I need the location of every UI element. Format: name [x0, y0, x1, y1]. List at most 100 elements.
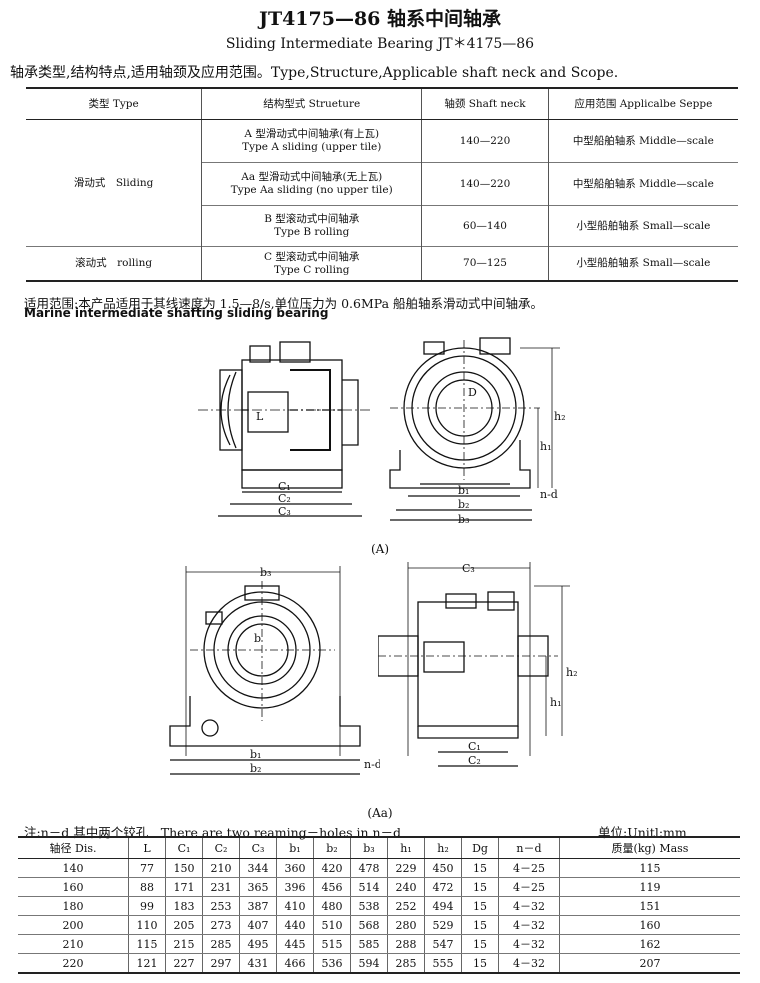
- table-cell: 15: [461, 915, 499, 935]
- table-cell: 440: [276, 915, 314, 935]
- drawing-a-side-view: L C₁ C₂ C₃: [198, 341, 370, 518]
- table-cell: 494: [424, 896, 462, 916]
- scope-cell: 中型船舶轴系 Middle—scale: [547, 119, 738, 163]
- table-cell: 472: [424, 877, 462, 897]
- table-cell: 297: [202, 953, 240, 974]
- table-cell: 407: [239, 915, 277, 935]
- table-row: 滑动式 Sliding A 型滑动式中间轴承(有上瓦)Type A slidin…: [26, 119, 738, 247]
- table-cell: 4－32: [498, 915, 560, 935]
- neck-cell: 140—220: [421, 119, 549, 163]
- table-cell: 594: [350, 953, 388, 974]
- table-cell: 253: [202, 896, 240, 916]
- header-C3: C₃: [239, 837, 277, 859]
- table-cell: 396: [276, 877, 314, 897]
- table-row: Aa 型滑动式中间轴承(无上瓦)Type Aa sliding (no uppe…: [26, 162, 738, 206]
- table-cell: 431: [239, 953, 277, 974]
- neck-cell: 60—140: [421, 205, 549, 247]
- header-dg: Dg: [461, 837, 499, 859]
- label-L: L: [256, 410, 264, 423]
- table-cell: 538: [350, 896, 388, 916]
- table-cell: 205: [165, 915, 203, 935]
- intro-text: 轴承类型,结构特点,适用轴颈及应用范围。Type,Structure,Appli…: [10, 65, 619, 81]
- header-structure: 结构型式 Strueture: [201, 88, 422, 120]
- type-table-header: 类型 Type 结构型式 Strueture 轴颈 Shaft neck 应用范…: [26, 88, 738, 120]
- table-cell: 210: [202, 858, 240, 878]
- table-cell: 227: [165, 953, 203, 974]
- table-cell: 4－25: [498, 877, 560, 897]
- table-cell: 285: [202, 934, 240, 954]
- label-b2: b₂: [458, 498, 469, 511]
- table-cell: 456: [313, 877, 351, 897]
- table-cell: 140: [18, 858, 129, 878]
- table-cell: 288: [387, 934, 425, 954]
- scope-text-cn: 适用范围:本产品适用于其线速度为 1.5—8/s,单位压力为 0.6MPa 船舶…: [24, 296, 544, 311]
- table-cell: 229: [387, 858, 425, 878]
- caption-aa: (Aa): [367, 806, 393, 820]
- table-cell: 273: [202, 915, 240, 935]
- header-dis: 轴径 Dis.: [18, 837, 129, 859]
- table-cell: 99: [128, 896, 166, 916]
- scope-cell: 小型船舶轴系 Small—scale: [547, 246, 738, 281]
- table-cell: 4－32: [498, 953, 560, 974]
- dimension-table-header: 轴径 Dis. L C₁ C₂ C₃ b₁ b₂ b₃ h₁ h₂ Dg n－d…: [18, 837, 740, 859]
- table-cell: 200: [18, 915, 129, 935]
- table-cell: 515: [313, 934, 351, 954]
- structure-cell: A 型滑动式中间轴承(有上瓦)Type A sliding (upper til…: [201, 119, 422, 163]
- scope-text-en: Marine intermediate shafting sliding bea…: [24, 306, 329, 320]
- header-type: 类型 Type: [26, 88, 202, 120]
- table-cell: 495: [239, 934, 277, 954]
- drawing-a-front-view: D h₁ h₂ n-d b₁ b₂ b₃: [389, 337, 566, 525]
- neck-cell: 140—220: [421, 162, 549, 206]
- label-b3-aa: b₃: [260, 566, 271, 579]
- table-cell: 15: [461, 896, 499, 916]
- dimension-table: 轴径 Dis. L C₁ C₂ C₃ b₁ b₂ b₃ h₁ h₂ Dg n－d…: [18, 836, 740, 974]
- label-b3: b₃: [458, 513, 469, 525]
- table-cell: 510: [313, 915, 351, 935]
- label-nd: n-d: [540, 488, 558, 501]
- table-cell: 15: [461, 877, 499, 897]
- table-cell: 115: [559, 858, 740, 878]
- table-cell: 207: [559, 953, 740, 974]
- header-h1: h₁: [387, 837, 425, 859]
- neck-cell: 70—125: [421, 246, 549, 281]
- table-cell: 77: [128, 858, 166, 878]
- table-cell: 210: [18, 934, 129, 954]
- table-cell: 110: [128, 915, 166, 935]
- table-cell: 478: [350, 858, 388, 878]
- table-cell: 445: [276, 934, 314, 954]
- header-L: L: [128, 837, 166, 859]
- label-C1-aa: C₁: [468, 740, 481, 753]
- table-cell: 183: [165, 896, 203, 916]
- label-b2-aa: b₂: [250, 762, 261, 775]
- table-cell: 160: [559, 915, 740, 935]
- table-cell: 15: [461, 858, 499, 878]
- page-title: JT4175—86 轴系中间轴承: [258, 8, 502, 30]
- table-cell: 151: [559, 896, 740, 916]
- table-cell: 280: [387, 915, 425, 935]
- table-cell: 365: [239, 877, 277, 897]
- table-cell: 150: [165, 858, 203, 878]
- header-C2: C₂: [202, 837, 240, 859]
- table-cell: 420: [313, 858, 351, 878]
- header-C1: C₁: [165, 837, 203, 859]
- table-cell: 410: [276, 896, 314, 916]
- table-cell: 536: [313, 953, 351, 974]
- table-cell: 115: [128, 934, 166, 954]
- label-h1: h₁: [540, 440, 552, 453]
- table-cell: 514: [350, 877, 388, 897]
- table-cell: 344: [239, 858, 277, 878]
- caption-a: (A): [370, 542, 390, 556]
- page-subtitle: Sliding Intermediate Bearing JT＊4175—86: [225, 36, 535, 52]
- header-b3: b₃: [350, 837, 388, 859]
- label-D: D: [468, 386, 477, 399]
- table-cell: 480: [313, 896, 351, 916]
- table-cell: 555: [424, 953, 462, 974]
- label-C2-aa: C₂: [468, 754, 481, 767]
- label-nd-aa: n-d: [364, 758, 380, 771]
